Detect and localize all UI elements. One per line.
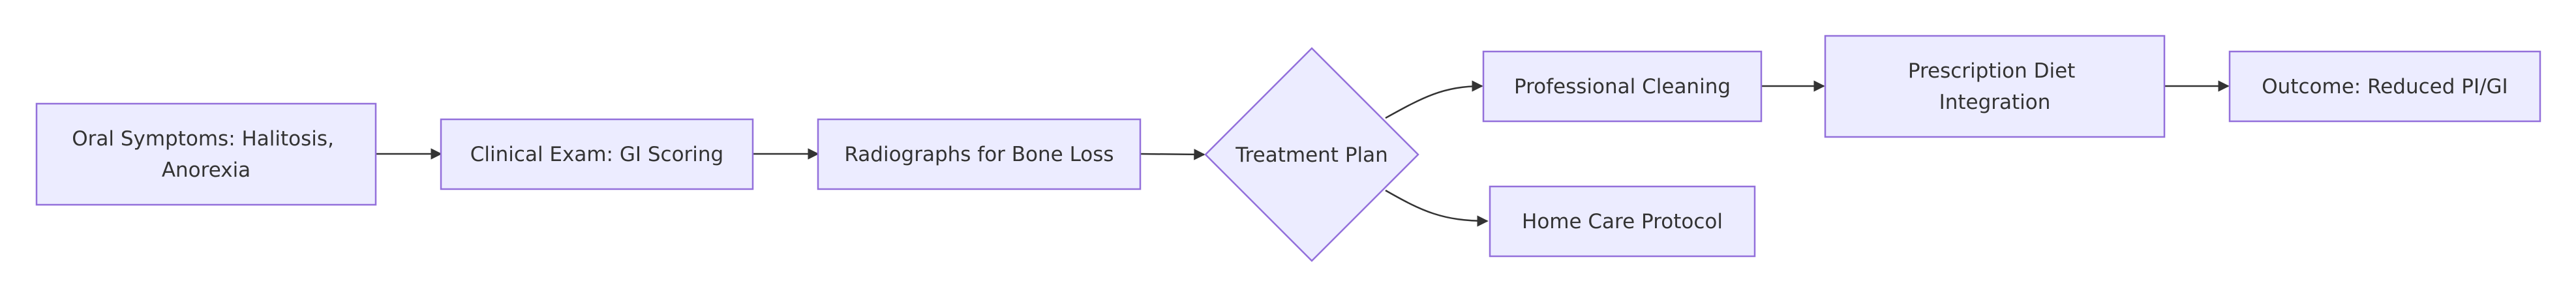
edge-treatment-plan-to-home-care [1385, 189, 1489, 227]
node-prescription-diet[interactable]: Prescription Diet Integration [1824, 35, 2166, 138]
node-treatment-plan-line-1: Treatment Plan [1235, 143, 1388, 167]
node-professional-cleaning-label: Professional Cleaning [1514, 75, 1731, 98]
node-prescription-diet-line-2: Integration [1939, 91, 2051, 114]
node-outcome-box [2228, 50, 2541, 123]
node-professional-cleaning-line-1: Professional Cleaning [1514, 75, 1731, 98]
node-prescription-diet-label: Prescription Diet Integration [1908, 59, 2082, 114]
node-outcome-label: Outcome: Reduced PI/GI [2262, 75, 2508, 98]
node-outcome[interactable]: Outcome: Reduced PI/GI [2228, 50, 2541, 123]
node-oral-symptoms-label: Oral Symptoms: Halitosis, Anorexia [72, 127, 341, 182]
edge-treatment-plan-to-professional-cleaning [1385, 80, 1483, 119]
node-radiographs-box [817, 118, 1142, 190]
node-home-care-line-1: Home Care Protocol [1522, 210, 1723, 233]
node-oral-symptoms-line-2: Anorexia [162, 158, 250, 182]
node-outcome-line-1: Outcome: Reduced PI/GI [2262, 75, 2508, 98]
node-prescription-diet-box [1824, 35, 2166, 138]
node-treatment-plan-diamond [1204, 47, 1419, 262]
node-radiographs[interactable]: Radiographs for Bone Loss [817, 118, 1142, 190]
node-treatment-plan[interactable]: Treatment Plan [1204, 47, 1419, 262]
node-radiographs-label: Radiographs for Bone Loss [844, 143, 1114, 166]
node-treatment-plan-label: Treatment Plan [1235, 143, 1388, 167]
node-prescription-diet-line-1: Prescription Diet [1908, 59, 2075, 83]
node-home-care[interactable]: Home Care Protocol [1489, 185, 1756, 258]
node-professional-cleaning[interactable]: Professional Cleaning [1482, 50, 1763, 123]
node-oral-symptoms-line-1: Oral Symptoms: Halitosis, [72, 127, 334, 151]
node-home-care-label: Home Care Protocol [1522, 210, 1723, 233]
node-professional-cleaning-box [1482, 50, 1763, 123]
node-home-care-box [1489, 185, 1756, 258]
node-clinical-exam[interactable]: Clinical Exam: GI Scoring [440, 118, 754, 190]
nodes: Oral Symptoms: Halitosis, Anorexia Clini… [35, 35, 2541, 262]
node-clinical-exam-box [440, 118, 754, 190]
edge-radiographs-to-treatment-plan [1140, 149, 1205, 160]
edges [376, 80, 2230, 227]
node-oral-symptoms-box [35, 102, 377, 206]
node-radiographs-line-1: Radiographs for Bone Loss [844, 143, 1114, 166]
node-clinical-exam-label: Clinical Exam: GI Scoring [470, 143, 723, 166]
node-oral-symptoms[interactable]: Oral Symptoms: Halitosis, Anorexia [35, 102, 377, 206]
node-clinical-exam-line-1: Clinical Exam: GI Scoring [470, 143, 723, 166]
